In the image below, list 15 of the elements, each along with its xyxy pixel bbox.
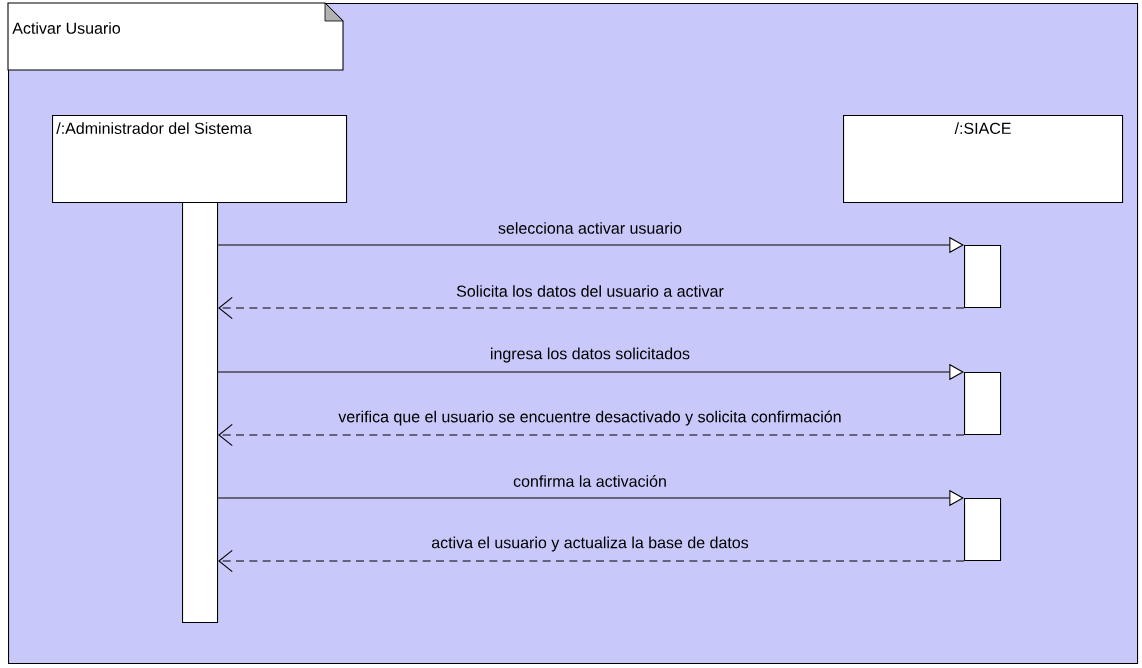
message-arrow (218, 296, 965, 320)
activation-bar (182, 202, 219, 624)
activation-bar (964, 245, 1002, 309)
edge-label: ingresa los datos solicitados (491, 347, 690, 363)
activation-bar (964, 498, 1002, 562)
lifeline-box: /:Administrador del Sistema (52, 115, 348, 204)
activation-bar (964, 372, 1002, 436)
edge-label: selecciona activar usuario (498, 222, 682, 234)
message-arrow (218, 549, 965, 573)
lifeline-box: /:SIACE (843, 115, 1124, 204)
edge-label: Solicita los datos del usuario a activar (456, 285, 724, 297)
edge-label: confirma la activación (513, 475, 666, 487)
edge-label: verifica que el usuario se encuentre desactivado y solicita confirmación (338, 410, 841, 426)
edge-label: activa el usuario y actualiza la base de datos (431, 536, 749, 552)
message-arrow (218, 423, 965, 447)
